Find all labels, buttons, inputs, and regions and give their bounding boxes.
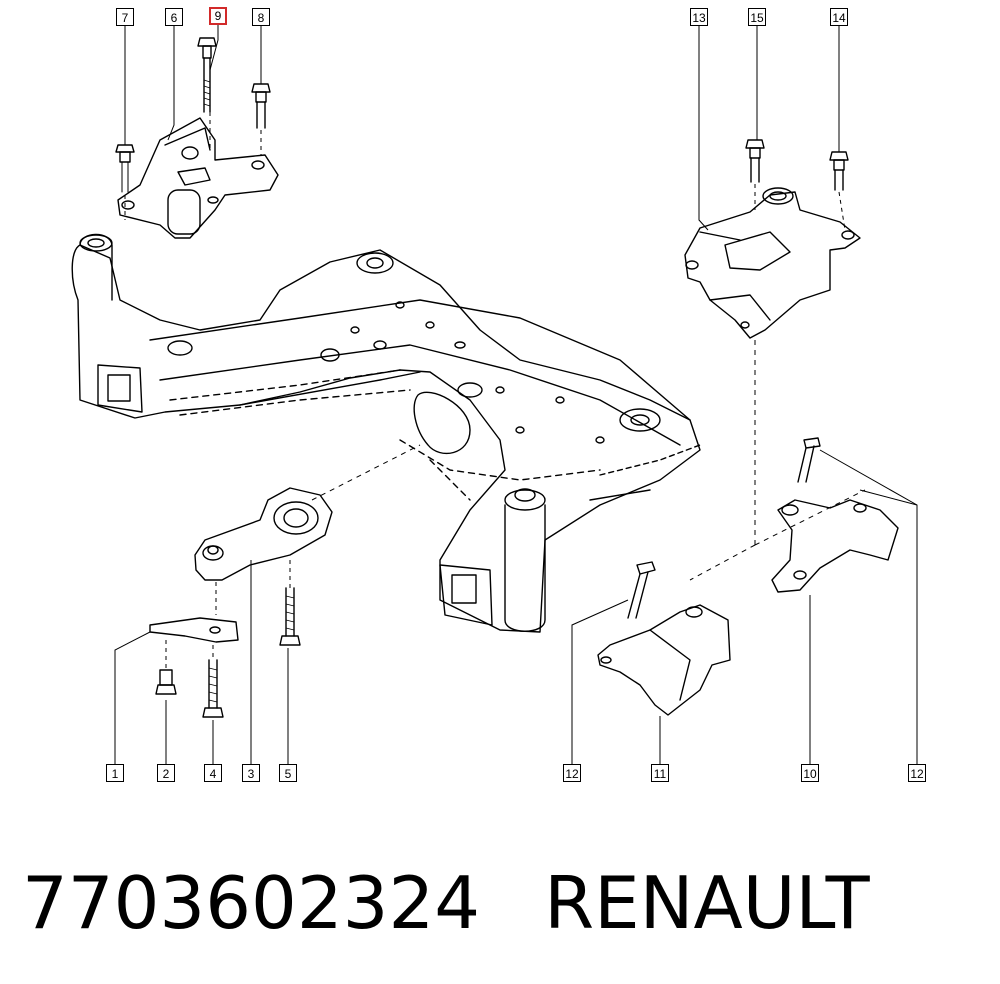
callout-1: 1: [106, 764, 124, 782]
bracket-1: [149, 617, 239, 643]
bolt-2: [155, 669, 177, 695]
torque-rod-3: [194, 487, 333, 581]
engine-mount-6: [117, 117, 279, 239]
callout-12-right: 12: [908, 764, 926, 782]
bolt-12-left: [627, 561, 656, 619]
subframe: [71, 233, 701, 633]
callout-5: 5: [279, 764, 297, 782]
bolt-7: [115, 144, 135, 193]
bracket-10: [771, 499, 899, 593]
brand-name: RENAULT: [544, 861, 870, 945]
callout-4: 4: [204, 764, 222, 782]
caption: 7703602324 RENAULT: [22, 858, 870, 958]
leader-lines: [114, 25, 918, 764]
bolt-5: [279, 587, 301, 646]
bolt-12-right: [797, 437, 821, 483]
callout-3: 3: [242, 764, 260, 782]
callout-9-highlighted: 9: [209, 7, 227, 25]
callout-15: 15: [748, 8, 766, 26]
transmission-mount-13: [684, 187, 861, 339]
callout-12-left: 12: [563, 764, 581, 782]
bracket-11: [597, 604, 731, 716]
callout-2: 2: [157, 764, 175, 782]
callout-7: 7: [116, 8, 134, 26]
bolt-14: [829, 151, 849, 191]
long-bolt-9: [197, 37, 217, 113]
bolt-4: [202, 659, 224, 718]
exploded-parts-diagram: [71, 25, 918, 764]
callout-8: 8: [252, 8, 270, 26]
part-number: 7703602324: [22, 861, 481, 945]
bolt-15: [745, 139, 765, 183]
bolt-8: [251, 83, 271, 129]
callout-11: 11: [651, 764, 669, 782]
callout-10: 10: [801, 764, 819, 782]
callout-6: 6: [165, 8, 183, 26]
callout-13: 13: [690, 8, 708, 26]
callout-14: 14: [830, 8, 848, 26]
